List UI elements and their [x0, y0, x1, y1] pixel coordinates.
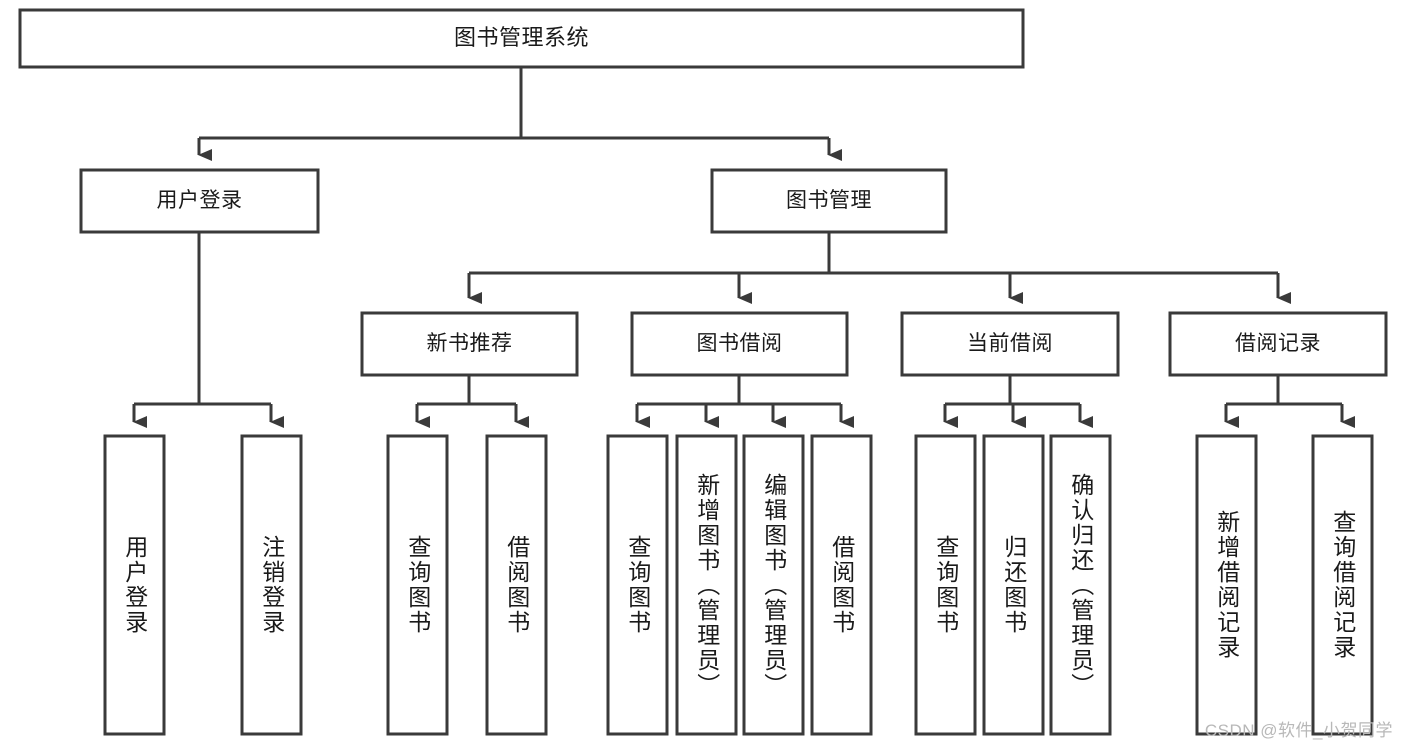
node-leaf-confirm-return-admin-box[interactable]	[1049, 434, 1112, 736]
node-leaf-edit-book-admin-box[interactable]	[742, 434, 805, 736]
node-leaf-query-book-borrow-box[interactable]	[606, 434, 669, 736]
node-leaf-add-book-admin-box[interactable]	[675, 434, 738, 736]
node-leaf-query-book-current-box[interactable]	[914, 434, 977, 736]
node-borrow-record-box[interactable]	[1168, 311, 1388, 377]
node-current-borrow-box[interactable]	[900, 311, 1120, 377]
node-book-manage-box[interactable]	[710, 168, 948, 234]
node-user-login-box[interactable]	[79, 168, 320, 234]
node-root-box[interactable]	[18, 8, 1025, 69]
node-new-book-recommend-box[interactable]	[360, 311, 579, 377]
node-leaf-borrow-book-recommend-box[interactable]	[485, 434, 548, 736]
node-book-borrow-box[interactable]	[630, 311, 849, 377]
node-leaf-borrow-book-borrow-box[interactable]	[810, 434, 873, 736]
node-leaf-query-book-recommend-box[interactable]	[386, 434, 449, 736]
node-leaf-return-book-box[interactable]	[982, 434, 1045, 736]
node-leaf-logout-box[interactable]	[240, 434, 303, 736]
node-leaf-add-borrow-record-box[interactable]	[1195, 434, 1258, 736]
node-leaf-query-borrow-record-box[interactable]	[1311, 434, 1374, 736]
node-leaf-user-login-box[interactable]	[103, 434, 166, 736]
